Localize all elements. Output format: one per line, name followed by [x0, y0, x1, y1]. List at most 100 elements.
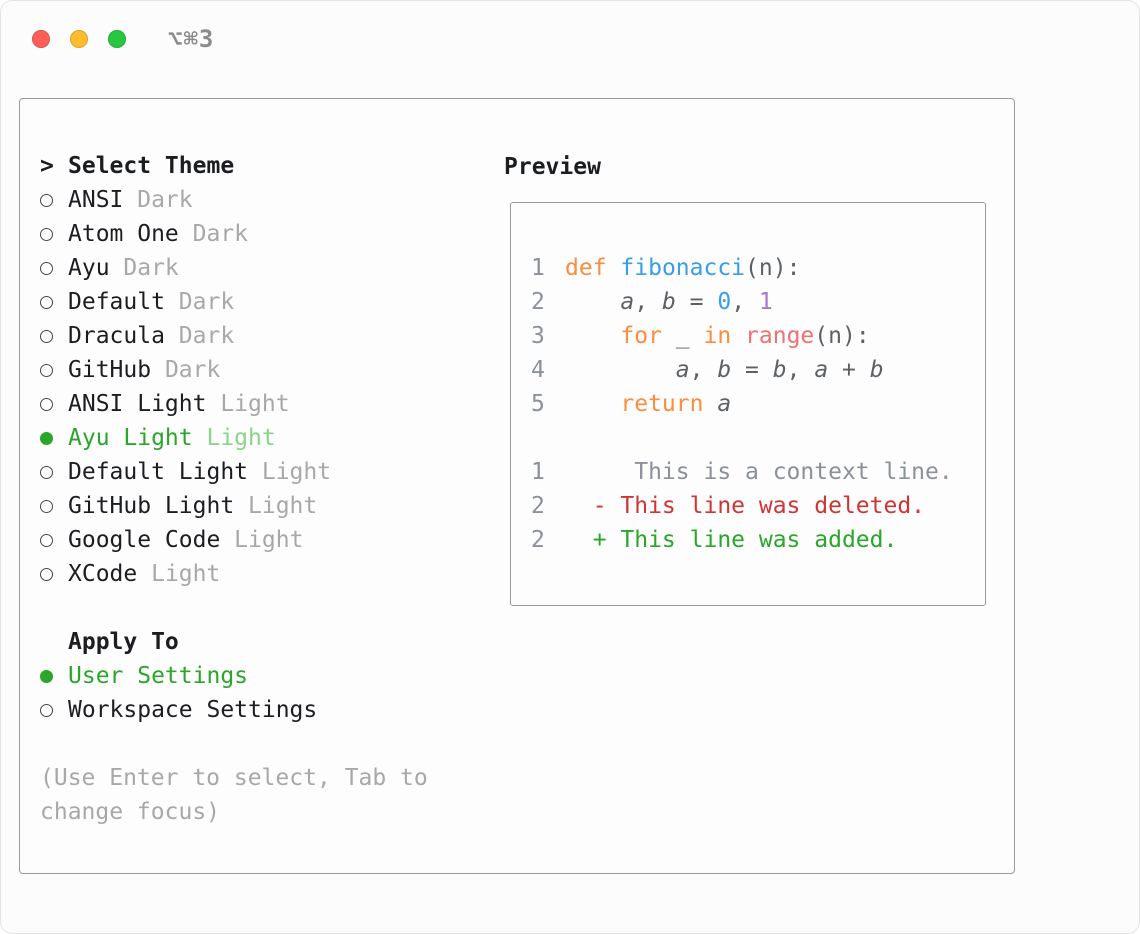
theme-name: ANSI Light: [68, 391, 207, 417]
diff-lines: 1 This is a context line.2 - This line w…: [531, 455, 953, 557]
theme-option-ansi[interactable]: ANSI Dark: [40, 183, 470, 217]
theme-variant: Light: [234, 493, 318, 519]
radio-icon: [40, 193, 53, 207]
zoom-button[interactable]: [108, 30, 126, 48]
diff-line-context: 1 This is a context line.: [531, 455, 953, 489]
theme-option-ayu[interactable]: Ayu Dark: [40, 251, 470, 285]
radio-selected-icon: [40, 669, 53, 683]
theme-option-default-light[interactable]: Default Light Light: [40, 455, 470, 489]
code-token: a: [675, 357, 690, 383]
spacer: [40, 727, 470, 761]
apply-option-label: Workspace Settings: [68, 697, 318, 723]
close-button[interactable]: [32, 30, 50, 48]
diff-text: + This line was added.: [565, 527, 898, 553]
radio-gutter: [40, 295, 68, 309]
theme-option-xcode[interactable]: XCode Light: [40, 557, 470, 591]
code-line: 5 return a: [531, 387, 953, 421]
code-token: ,: [689, 357, 718, 383]
theme-variant: Dark: [123, 187, 193, 213]
titlebar: ⌥⌘3: [32, 25, 214, 53]
code-token: 0: [717, 289, 732, 315]
code-token: a: [814, 357, 829, 383]
code-token: b: [869, 357, 884, 383]
theme-name: Ayu: [68, 255, 110, 281]
preview-title: Preview: [504, 154, 601, 180]
theme-variant: Light: [192, 425, 276, 451]
code-token: b: [772, 357, 787, 383]
code-token: for: [620, 323, 662, 349]
theme-name: ANSI: [68, 187, 124, 213]
theme-variant: Light: [220, 527, 304, 553]
theme-option-github[interactable]: GitHub Dark: [40, 353, 470, 387]
select-theme-title-row: > Select Theme: [40, 149, 470, 183]
radio-gutter: [40, 431, 68, 445]
code-token: a: [717, 391, 732, 417]
theme-name: GitHub: [68, 357, 152, 383]
theme-name: Ayu Light: [68, 425, 193, 451]
code-token: [565, 289, 620, 315]
code-token: +: [828, 357, 870, 383]
code-token: [607, 255, 621, 281]
radio-gutter: [40, 397, 68, 411]
code-token: [565, 391, 620, 417]
diff-text: This is a context line.: [565, 459, 953, 485]
code-token: fibonacci: [620, 255, 746, 281]
theme-option-ayu-light[interactable]: Ayu Light Light: [40, 421, 470, 455]
theme-variant: Dark: [164, 323, 235, 349]
radio-icon: [40, 703, 53, 717]
theme-option-default[interactable]: Default Dark: [40, 285, 470, 319]
line-number: 2: [531, 493, 545, 519]
code-token: range: [745, 323, 815, 349]
theme-option-google-code[interactable]: Google Code Light: [40, 523, 470, 557]
radio-icon: [40, 499, 53, 513]
theme-variant: Dark: [178, 221, 249, 247]
theme-name: Google Code: [68, 527, 221, 553]
theme-variant: Light: [137, 561, 221, 587]
select-theme-title: Select Theme: [68, 153, 235, 179]
apply-to-title: Apply To: [68, 629, 179, 655]
prompt-caret: >: [40, 153, 54, 179]
theme-variant: Dark: [151, 357, 221, 383]
code-line: 3 for _ in range(n):: [531, 319, 953, 353]
code-token: [565, 357, 676, 383]
spacer: [531, 421, 953, 455]
theme-variant: Light: [248, 459, 332, 485]
code-token: a: [620, 289, 635, 315]
code-token: ,: [634, 289, 662, 315]
line-number: 3: [531, 323, 545, 349]
prompt-gutter: >: [40, 153, 68, 179]
line-number: 1: [531, 459, 545, 485]
theme-option-ansi-light[interactable]: ANSI Light Light: [40, 387, 470, 421]
minimize-button[interactable]: [70, 30, 88, 48]
line-number: 2: [531, 527, 545, 553]
theme-option-dracula[interactable]: Dracula Dark: [40, 319, 470, 353]
code-token: ,: [786, 357, 815, 383]
code-token: [703, 391, 717, 417]
theme-variant: Dark: [109, 255, 179, 281]
theme-name: GitHub Light: [68, 493, 235, 519]
code-token: def: [565, 255, 607, 281]
radio-gutter: [40, 363, 68, 377]
code-token: [731, 323, 745, 349]
theme-variant: Light: [206, 391, 290, 417]
apply-to-title-row: Apply To: [40, 625, 470, 659]
apply-option-workspace-settings[interactable]: Workspace Settings: [40, 693, 470, 727]
theme-name: Atom One: [68, 221, 179, 247]
code-token: =: [731, 357, 773, 383]
apply-option-label: User Settings: [68, 663, 249, 689]
code-token: b: [717, 357, 732, 383]
spacer: [40, 591, 470, 625]
apply-option-user-settings[interactable]: User Settings: [40, 659, 470, 693]
code-token: [565, 323, 620, 349]
theme-option-atom-one[interactable]: Atom One Dark: [40, 217, 470, 251]
code-token: _: [661, 323, 704, 349]
radio-icon: [40, 295, 53, 309]
code-token: =: [675, 289, 718, 315]
theme-option-github-light[interactable]: GitHub Light Light: [40, 489, 470, 523]
diff-line-deleted: 2 - This line was deleted.: [531, 489, 953, 523]
line-number: 4: [531, 357, 545, 383]
